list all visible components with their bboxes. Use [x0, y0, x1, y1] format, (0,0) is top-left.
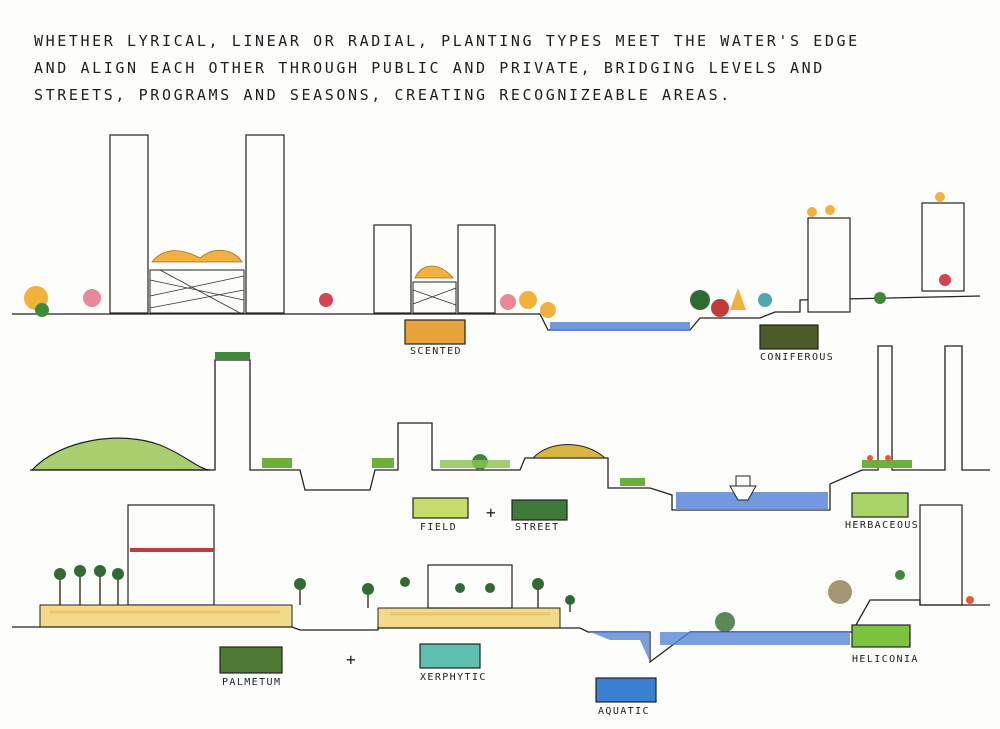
label-xerphytic: Xerphytic — [420, 672, 487, 683]
section-2-water — [676, 492, 828, 510]
label-aquatic: Aquatic — [598, 706, 650, 717]
section-1-water — [550, 322, 690, 331]
intro-line-1: Whether lyrical, linear or radial, plant… — [34, 32, 860, 50]
legend-xerphytic: Xerphytic — [419, 643, 487, 683]
legend-palmetum: Palmetum — [219, 646, 283, 688]
legend-street: Street — [511, 499, 568, 533]
section-1-tower-4 — [457, 224, 496, 314]
section-1 — [12, 134, 981, 331]
swatch-palmetum — [219, 646, 283, 674]
section-2-hill — [30, 437, 211, 471]
section-3-tower-2 — [919, 504, 963, 606]
section-3-palms — [54, 548, 974, 632]
swatch-field — [412, 497, 469, 519]
plus-sign-1: + — [486, 503, 497, 522]
swatch-herbaceous — [851, 492, 909, 518]
section-1-tower-1 — [109, 134, 149, 314]
section-2-mound — [531, 444, 607, 459]
section-1-tower-2 — [245, 134, 285, 314]
swatch-heliconia — [851, 624, 911, 648]
legend-heliconia: Heliconia — [851, 624, 919, 665]
legend-field: Field — [412, 497, 469, 533]
label-scented: Scented — [410, 346, 462, 357]
section-2-ground — [30, 345, 990, 511]
section-1-courtyard-b — [412, 265, 457, 314]
legend-coniferous: Coniferous — [759, 324, 834, 363]
section-3-tower-1 — [127, 504, 215, 606]
label-coniferous: Coniferous — [760, 352, 834, 363]
section-3-water — [590, 632, 850, 662]
swatch-aquatic — [595, 677, 657, 703]
label-heliconia: Heliconia — [852, 654, 919, 665]
swatch-xerphytic — [419, 643, 481, 669]
label-field: Field — [420, 522, 457, 533]
intro-line-3: streets, programs and seasons, creating … — [34, 86, 732, 104]
intro-text: Whether lyrical, linear or radial, plant… — [34, 28, 974, 109]
label-herbaceous: Herbaceous — [845, 520, 919, 531]
section-2-plants — [215, 352, 912, 486]
section-1-courtyard-a — [149, 249, 245, 314]
swatch-coniferous — [759, 324, 819, 350]
swatch-scented — [404, 319, 466, 345]
section-3-ground-hatch — [50, 610, 550, 616]
label-palmetum: Palmetum — [222, 677, 281, 688]
section-2-boat — [729, 475, 757, 501]
section-1-trees — [24, 192, 951, 318]
label-street: Street — [515, 522, 560, 533]
section-3-plinth-b — [377, 607, 561, 629]
section-3-pavilion — [427, 564, 513, 609]
legend-aquatic: Aquatic — [595, 677, 657, 717]
legend-scented: Scented — [404, 319, 466, 357]
section-3-plinth-a — [39, 604, 293, 628]
section-3 — [12, 504, 990, 664]
legend-herbaceous: Herbaceous — [845, 492, 919, 531]
section-1-ground — [12, 295, 981, 331]
section-2 — [30, 345, 990, 511]
intro-line-2: and align each other through public and … — [34, 59, 825, 77]
swatch-street — [511, 499, 568, 521]
plus-sign-2: + — [346, 650, 357, 669]
section-1-tower-5 — [807, 217, 851, 313]
section-1-tower-3 — [373, 224, 412, 314]
